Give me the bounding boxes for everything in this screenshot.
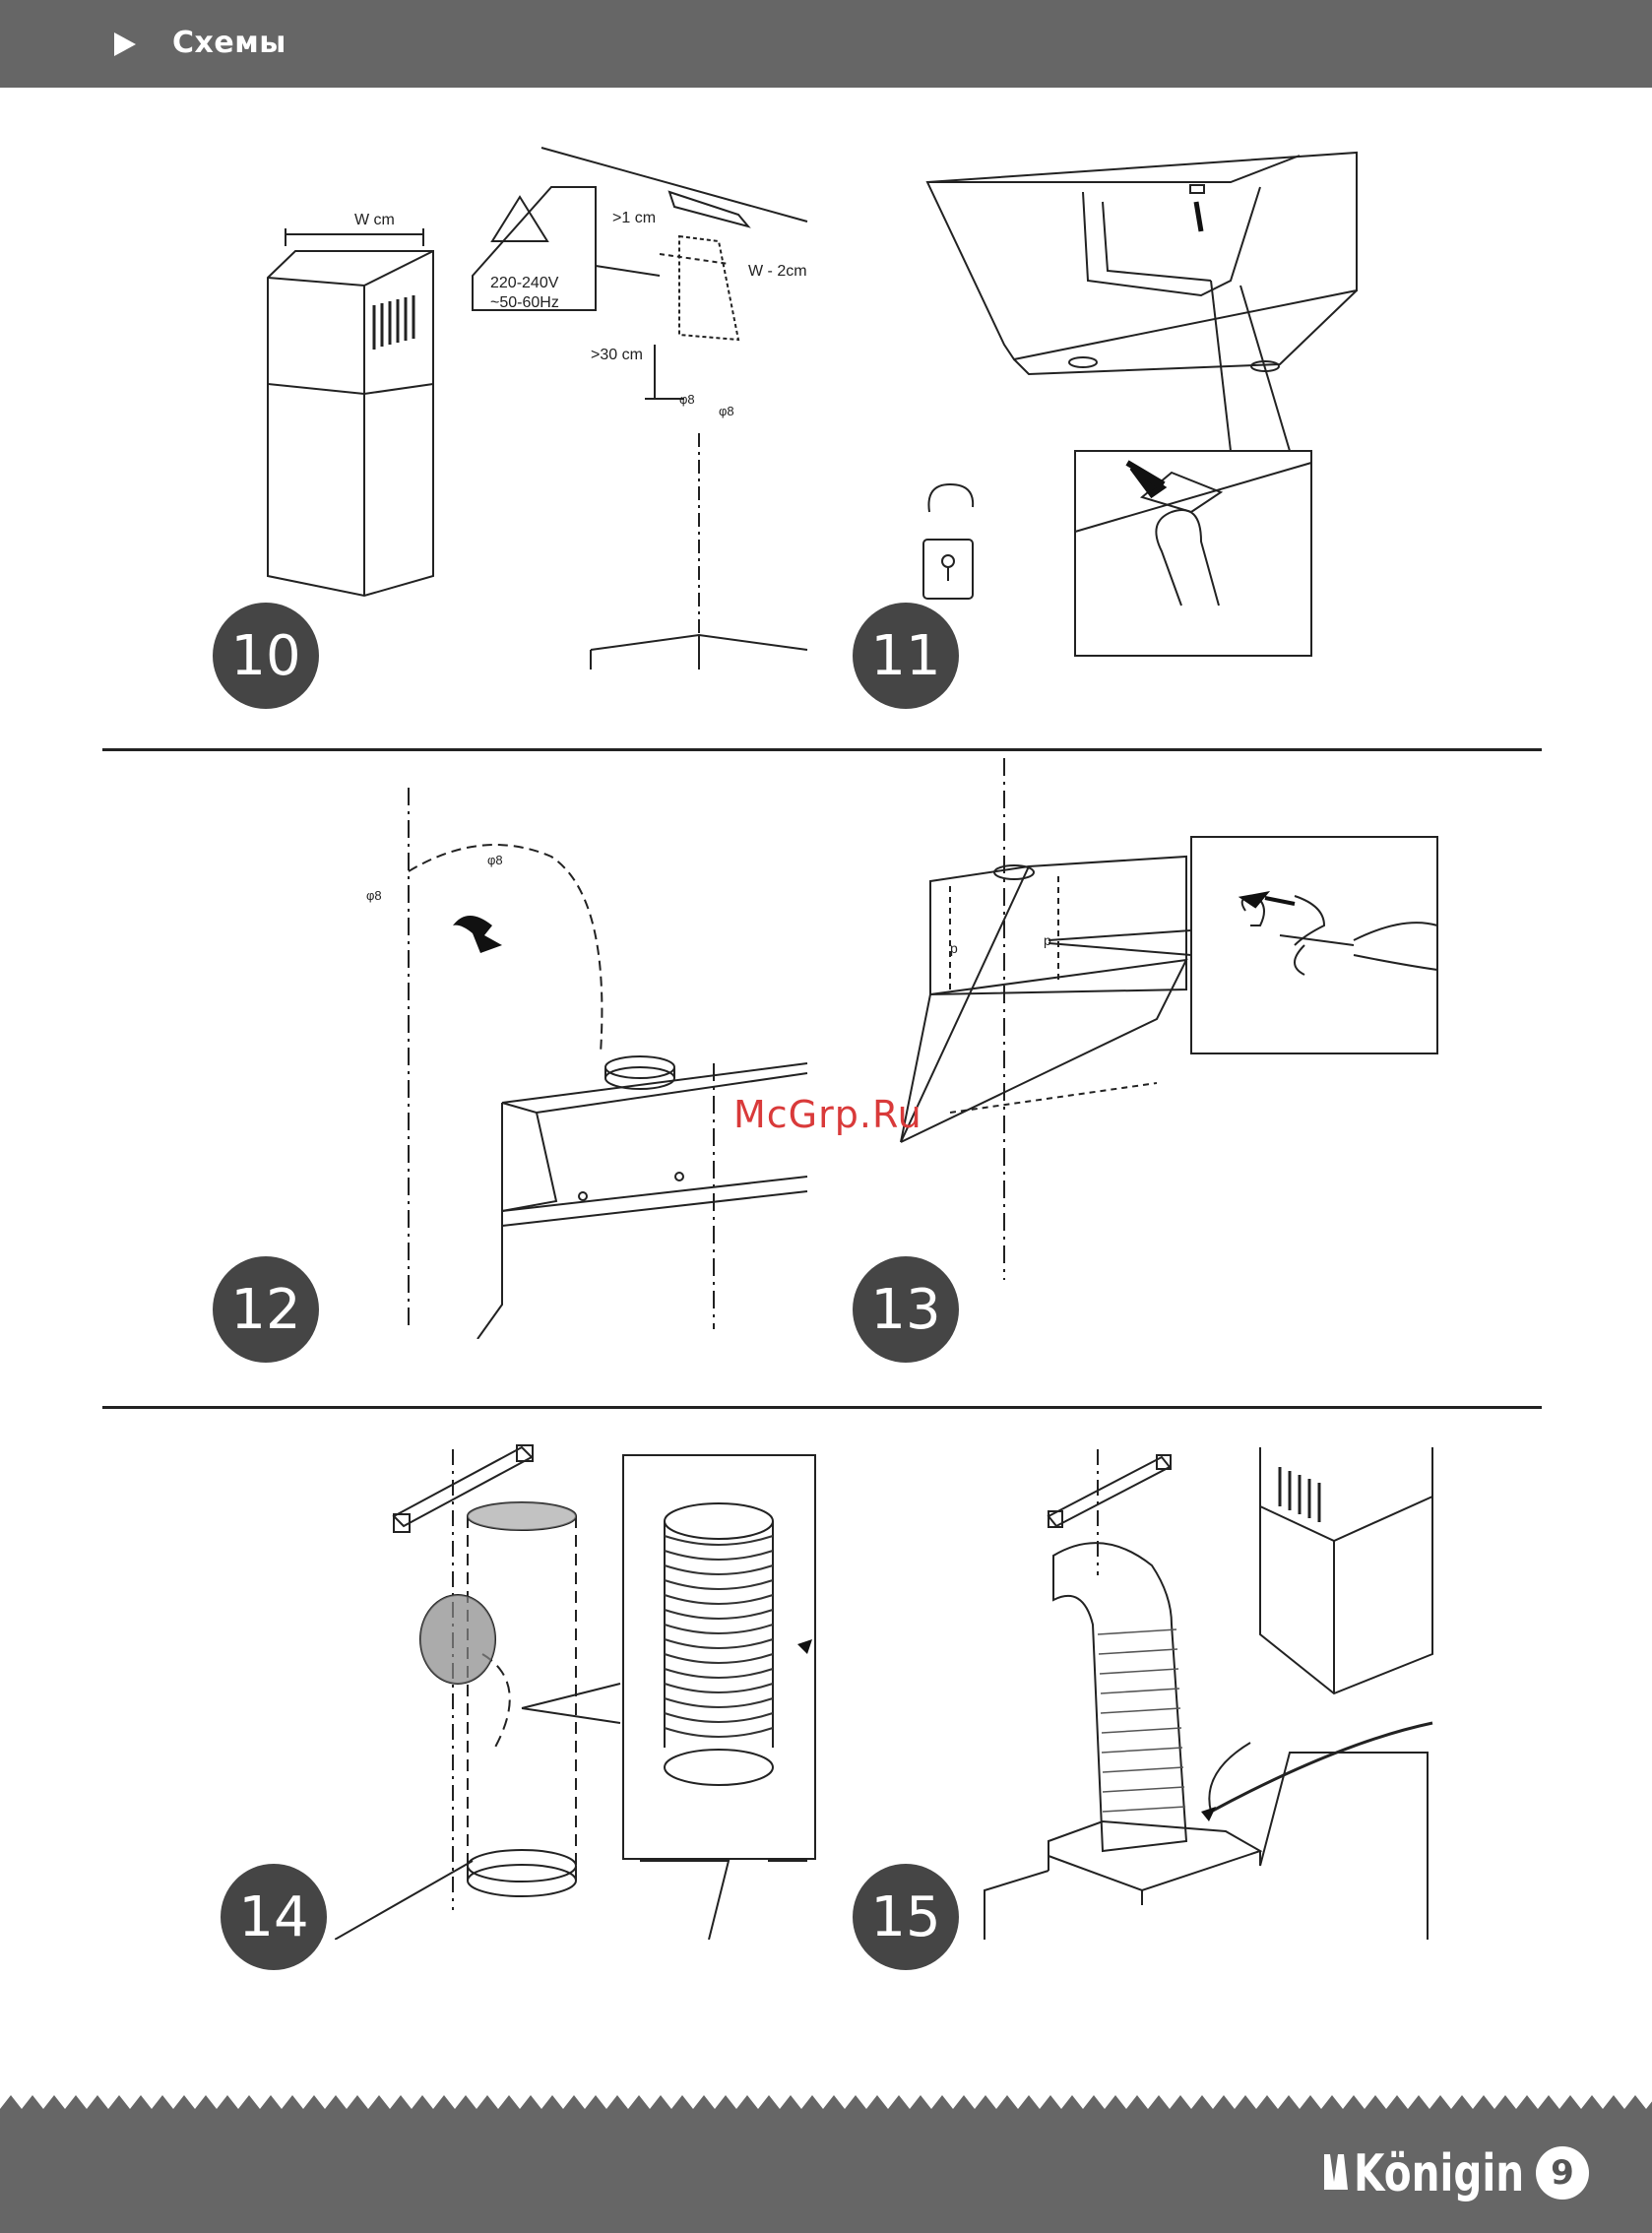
figure-badge-14: 14 <box>221 1864 327 1970</box>
frequency-label: ~50-60Hz <box>490 294 559 311</box>
page-number: 9 <box>1536 2146 1589 2200</box>
svg-text:p: p <box>950 940 958 956</box>
figure-10-diagram: W cm 220-240V ~50-60Hz >1 cm W - 2cm >30… <box>236 138 827 679</box>
hole-b-label: φ8 <box>487 853 503 867</box>
figure-badge-11: 11 <box>853 603 959 709</box>
figure-badge-10: 10 <box>213 603 319 709</box>
divider-2 <box>102 1406 1542 1409</box>
hole-a-label: φ8 <box>679 392 695 407</box>
figure-15-diagram <box>965 1428 1437 1940</box>
section-title: Схемы <box>172 26 286 60</box>
gap-top-label: >1 cm <box>612 210 656 226</box>
play-arrow-icon <box>114 32 136 56</box>
voltage-label: 220-240V <box>490 275 559 291</box>
figure-badge-12: 12 <box>213 1256 319 1363</box>
figure-11-diagram <box>906 138 1467 670</box>
figure-badge-15: 15 <box>853 1864 959 1970</box>
figure-12-diagram: φ8 φ8 <box>354 778 817 1339</box>
page-header: Схемы <box>0 0 1652 88</box>
width-label: W cm <box>354 212 395 228</box>
figure-14-diagram <box>335 1428 817 1940</box>
brand-logo-icon <box>1322 2152 1350 2192</box>
figure-badge-13: 13 <box>853 1256 959 1363</box>
brand-name: Königin <box>1354 2144 1524 2203</box>
figure-13-diagram: p p <box>891 748 1442 1290</box>
hole-b-label: φ8 <box>719 404 734 418</box>
gap-bottom-label: >30 cm <box>591 347 643 363</box>
width-minus-label: W - 2cm <box>748 263 807 280</box>
hole-a-label: φ8 <box>366 888 382 903</box>
watermark: McGrp.Ru <box>733 1093 922 1136</box>
svg-text:p: p <box>1044 932 1051 948</box>
